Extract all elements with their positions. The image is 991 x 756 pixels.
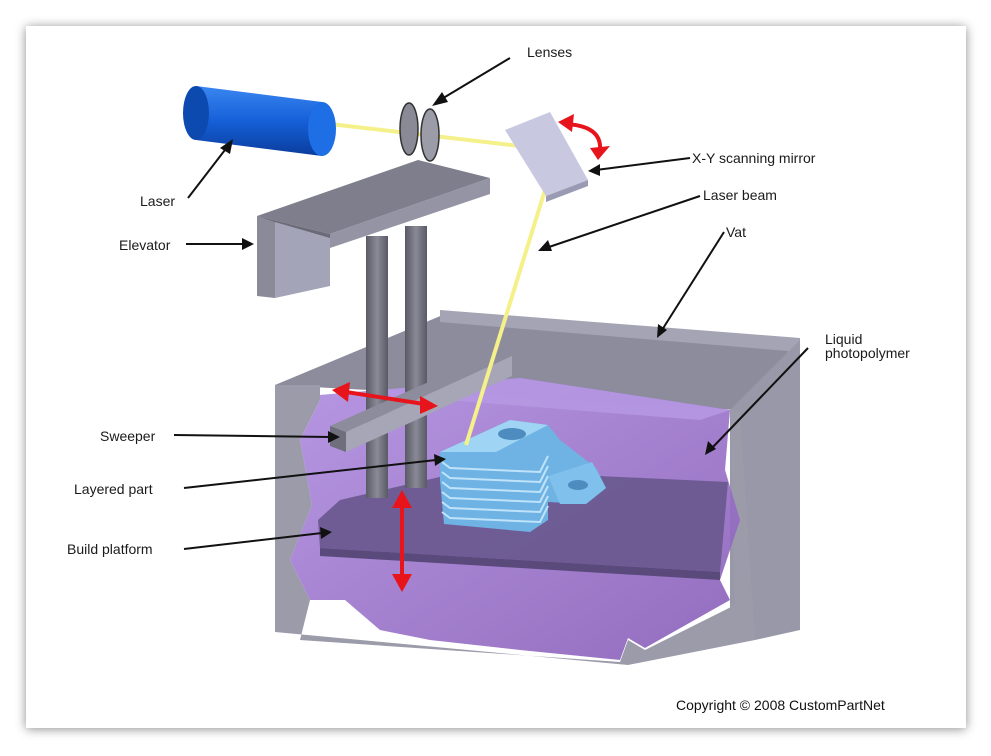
leader-arrows [173,57,809,550]
label-laser-beam: Laser beam [703,187,777,203]
lenses [399,102,440,162]
label-layered-part: Layered part [74,481,153,497]
label-elevator: Elevator [119,237,171,253]
vat-back-rim [440,310,800,352]
label-build-platform: Build platform [67,541,153,557]
copyright-text: Copyright © 2008 CustomPartNet [676,697,885,713]
label-sweeper: Sweeper [100,428,156,444]
elevator-bracket [257,160,490,298]
vat-front-wall [275,385,755,665]
label-photopolymer: photopolymer [825,345,910,361]
label-lenses: Lenses [527,44,573,60]
label-vat: Vat [726,224,746,240]
laser [183,86,336,156]
label-liquid: Liquid [825,331,863,347]
red-motion-arrows [332,114,610,592]
scanning-mirror [505,112,588,202]
label-laser: Laser [140,193,176,209]
label-scanning-mirror: X-Y scanning mirror [692,150,816,166]
